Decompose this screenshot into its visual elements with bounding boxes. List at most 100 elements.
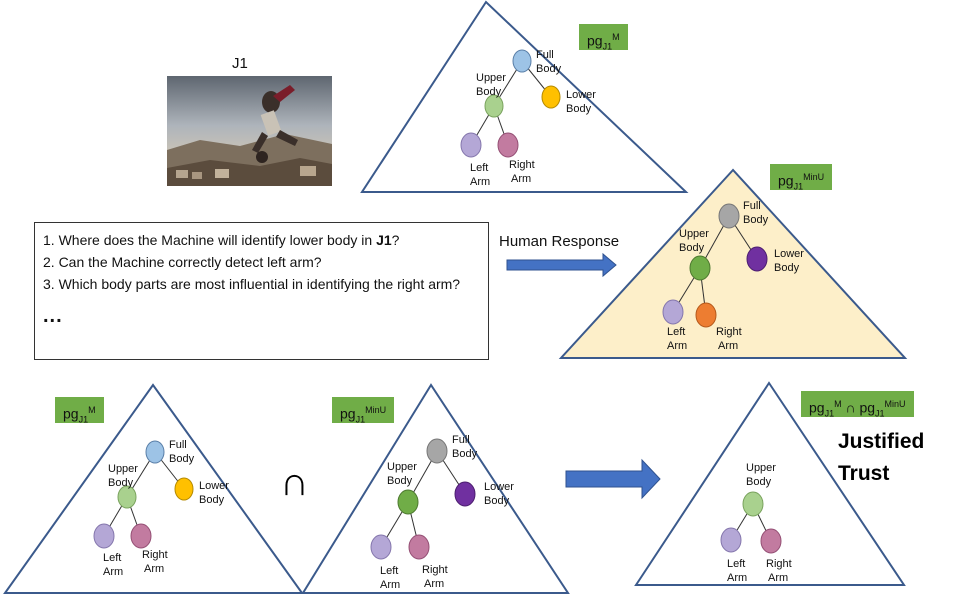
left-arm-node	[460, 132, 482, 158]
upper-body-label: Upper	[746, 462, 776, 474]
question-1: 1. Where does the Machine will identify …	[43, 229, 480, 251]
badge-pg-2: pg	[859, 399, 876, 416]
badge-sup: MinU	[803, 172, 825, 182]
badge-pg: pg	[587, 32, 603, 49]
upper-body-node	[397, 489, 419, 515]
left-arm-label: Left	[103, 552, 121, 564]
badge-sub: J1	[793, 181, 804, 192]
full-body-node	[718, 203, 740, 229]
badge-sub: J1	[824, 408, 835, 419]
photo-j1	[167, 76, 332, 186]
question-1-text: 1. Where does the Machine will identify …	[43, 232, 377, 248]
badge-sup: M	[834, 399, 842, 409]
lower-body-label: Lower	[484, 481, 514, 493]
lower-body-label-2: Body	[774, 262, 800, 274]
upper-body-node	[484, 94, 504, 118]
image-label: J1	[232, 55, 248, 72]
lower-body-node	[746, 246, 768, 272]
badge-sup: M	[88, 405, 96, 415]
upper-body-label: Upper	[108, 463, 138, 475]
full-body-label: Full	[743, 200, 761, 212]
right-arm-label: Right	[509, 159, 535, 171]
badge-pg: pg	[809, 399, 825, 416]
left-arm-label: Left	[667, 326, 685, 338]
full-body-node	[145, 440, 165, 464]
full-body-label-2: Body	[743, 214, 769, 226]
full-body-label-2: Body	[169, 453, 195, 465]
human-response-label: Human Response	[499, 233, 620, 250]
right-arm-label-2: Arm	[768, 572, 788, 584]
right-arm-label-2: Arm	[424, 578, 444, 590]
upper-body-label: Upper	[679, 228, 709, 240]
question-1-bold: J1	[376, 232, 392, 248]
right-arm-label: Right	[766, 558, 792, 570]
badge-intersection: pgJ1M ∩ pgJ1MinU	[801, 391, 914, 419]
left-arm-node	[93, 523, 115, 549]
badge-sub: J1	[602, 41, 613, 52]
lower-body-label: Lower	[774, 248, 804, 260]
question-3: 3. Which body parts are most influential…	[43, 276, 461, 292]
lower-body-label-2: Body	[199, 494, 225, 506]
ellipsis: ...	[43, 305, 63, 327]
lower-body-label-2: Body	[566, 103, 592, 115]
upper-body-label-2: Body	[679, 242, 705, 254]
upper-body-label: Upper	[476, 72, 506, 84]
left-arm-label: Left	[727, 558, 745, 570]
badge-sup-2: MinU	[884, 399, 906, 409]
full-body-label-2: Body	[536, 63, 562, 75]
lower-body-node	[454, 481, 476, 507]
lower-body-label: Lower	[199, 480, 229, 492]
badge-sub-2: J1	[875, 408, 885, 419]
badge-human-bottom: pgJ1MinU	[332, 397, 395, 424]
upper-body-node	[689, 255, 711, 281]
right-arm-label-2: Arm	[144, 563, 164, 575]
upper-body-label-2: Body	[108, 477, 134, 489]
left-arm-label-2: Arm	[380, 579, 400, 591]
upper-body-node	[742, 491, 764, 517]
acrobat-figure	[252, 85, 298, 163]
badge-machine-top: pgJ1M	[579, 24, 628, 52]
upper-body-label: Upper	[387, 461, 417, 473]
upper-body-label-2: Body	[746, 476, 772, 488]
trust-word: Trust	[838, 462, 890, 485]
question-1-end: ?	[391, 232, 400, 248]
machine-graph-triangle-bottom	[3, 383, 304, 594]
left-arm-label: Left	[380, 565, 398, 577]
badge-pg: pg	[340, 405, 356, 422]
badge-machine-bottom: pgJ1M	[55, 397, 104, 424]
left-arm-node	[662, 299, 684, 325]
right-arm-label-2: Arm	[718, 340, 738, 352]
right-arm-node	[130, 523, 152, 549]
upper-body-label-2: Body	[476, 86, 502, 98]
right-arm-node	[695, 302, 717, 328]
result-arrow	[565, 458, 661, 500]
human-graph-triangle	[558, 168, 908, 359]
left-arm-node	[720, 527, 742, 553]
left-arm-label-2: Arm	[103, 566, 123, 578]
badge-intersect-symbol: ∩	[845, 399, 856, 416]
right-arm-node	[408, 534, 430, 560]
left-arm-label-2: Arm	[727, 572, 747, 584]
lower-body-node	[541, 85, 561, 109]
right-arm-label: Right	[716, 326, 742, 338]
